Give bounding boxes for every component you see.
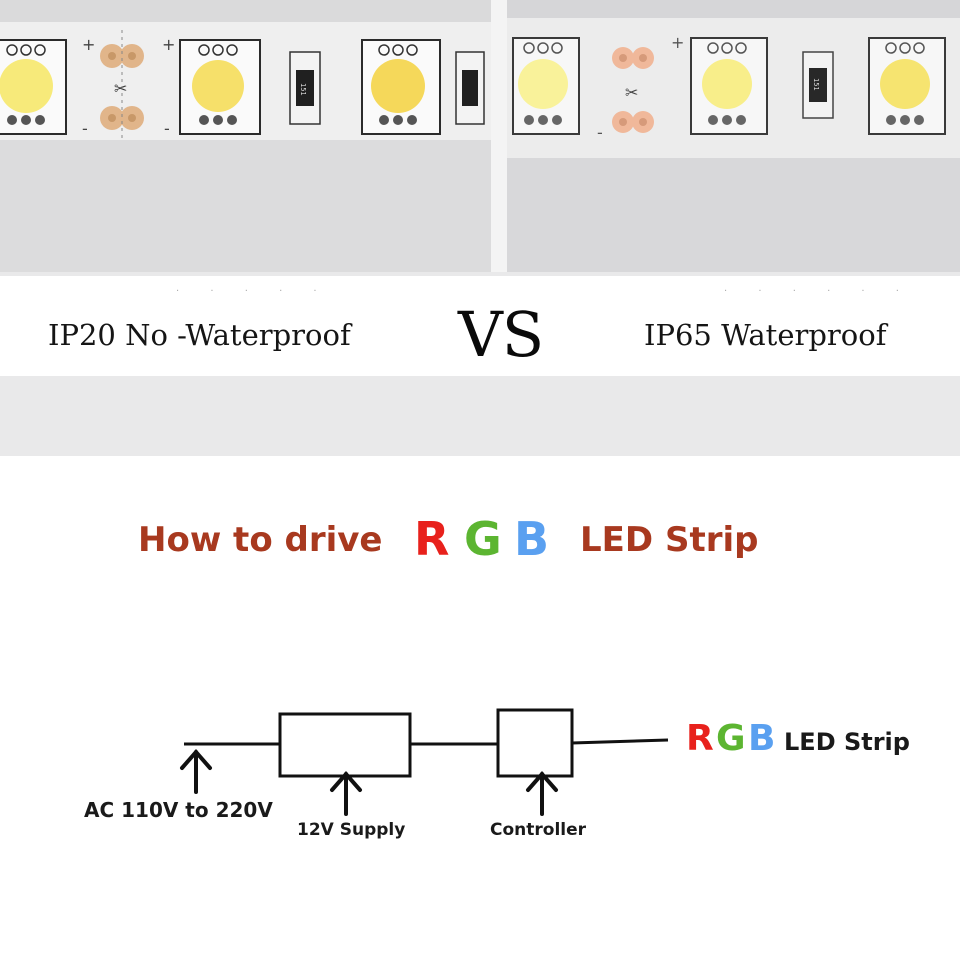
controller-box bbox=[496, 708, 574, 778]
svg-text:-: - bbox=[164, 119, 170, 138]
led-chip-icon bbox=[0, 39, 67, 135]
page-title: How to drive R G B LED Strip bbox=[138, 512, 858, 572]
svg-text:✂: ✂ bbox=[625, 83, 638, 102]
title-letter-r: R bbox=[414, 512, 450, 566]
wiring-diagram bbox=[180, 708, 669, 816]
comparison-panel: ✂ + - + - 151 bbox=[0, 0, 960, 456]
resistor-icon bbox=[455, 51, 485, 125]
resistor-icon: 151 bbox=[289, 51, 321, 125]
title-prefix: How to drive bbox=[138, 520, 383, 560]
led-chip-icon bbox=[512, 37, 580, 135]
waterproof-strip-photo: ✂ + - 151 bbox=[507, 0, 960, 272]
led-chip-icon bbox=[361, 39, 441, 135]
copper-pad-icon: ✂ bbox=[612, 47, 654, 133]
non-waterproof-label: IP20 No -Waterproof bbox=[48, 318, 351, 352]
photo-divider bbox=[491, 0, 507, 272]
non-waterproof-strip-photo: ✂ + - + - 151 bbox=[0, 0, 491, 272]
led-chip-icon bbox=[179, 39, 261, 135]
controller-to-strip-line bbox=[571, 738, 669, 745]
title-letter-b: B bbox=[514, 512, 550, 566]
plus-mark: + bbox=[82, 35, 95, 54]
minus-mark: - bbox=[82, 119, 88, 138]
led-chip-icon bbox=[690, 37, 768, 135]
decorative-dots: · · · · · bbox=[176, 286, 331, 297]
copper-pad-icon: ✂ bbox=[100, 30, 144, 142]
led-chip-icon bbox=[868, 37, 946, 135]
up-arrow-icon bbox=[180, 748, 212, 794]
title-suffix: LED Strip bbox=[580, 520, 759, 560]
controller-label: Controller bbox=[490, 820, 587, 840]
up-arrow-icon bbox=[330, 770, 362, 816]
svg-text:151: 151 bbox=[299, 83, 307, 96]
plus-mark: + bbox=[671, 33, 684, 52]
svg-text:151: 151 bbox=[812, 78, 820, 91]
vs-label: VS bbox=[458, 298, 544, 371]
waterproof-label: IP65 Waterproof bbox=[644, 318, 887, 352]
comparison-label-band: · · · · · · · · · · · IP20 No -Waterproo… bbox=[0, 276, 960, 376]
svg-text:+: + bbox=[162, 35, 175, 54]
decorative-dots: · · · · · · bbox=[724, 286, 913, 297]
minus-mark: - bbox=[597, 123, 603, 142]
output-strip-text: LED Strip bbox=[784, 728, 910, 756]
power-supply-box bbox=[278, 712, 412, 778]
up-arrow-icon bbox=[526, 770, 558, 816]
title-letter-g: G bbox=[464, 512, 502, 566]
output-letter-b: B bbox=[748, 718, 776, 759]
ac-input-label: AC 110V to 220V bbox=[84, 798, 273, 822]
output-letter-r: R bbox=[686, 718, 714, 759]
resistor-icon: 151 bbox=[802, 51, 834, 119]
supply-label: 12V Supply bbox=[297, 820, 406, 840]
svg-text:✂: ✂ bbox=[114, 79, 127, 98]
output-letter-g: G bbox=[716, 718, 746, 759]
